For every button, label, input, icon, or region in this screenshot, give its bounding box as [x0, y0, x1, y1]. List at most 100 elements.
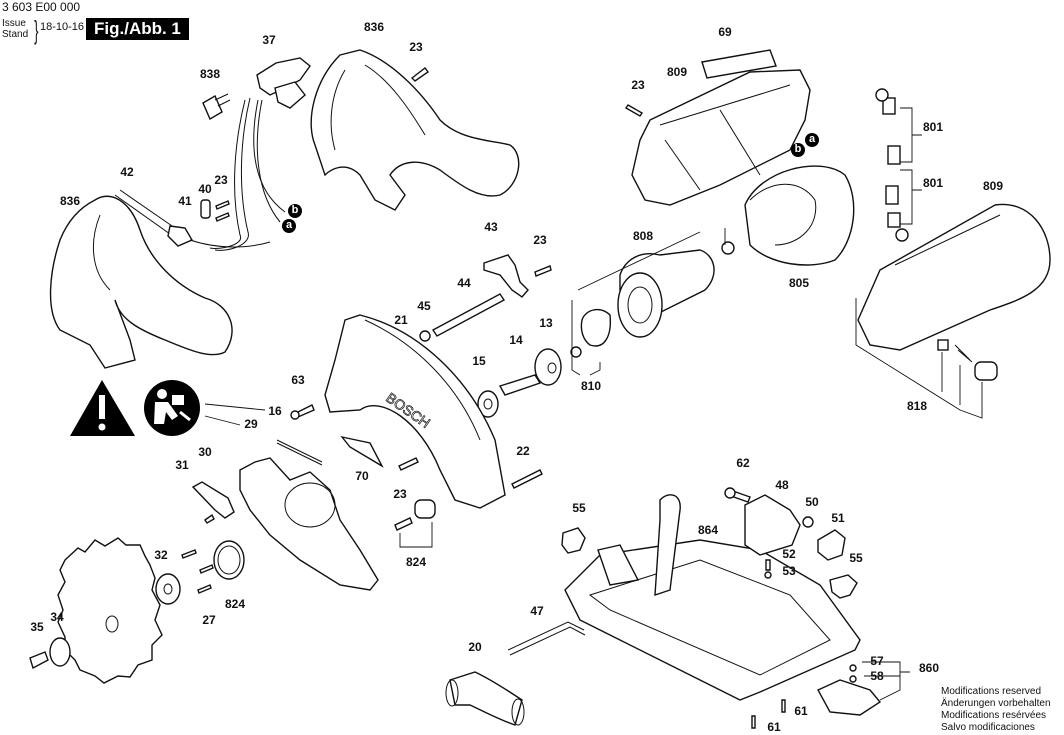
part-864[interactable]: 864 — [697, 523, 719, 537]
part-808[interactable]: 808 — [632, 229, 654, 243]
part-801-lower[interactable]: 801 — [922, 176, 944, 190]
part-824-ring[interactable]: 824 — [224, 597, 246, 611]
part-70[interactable]: 70 — [355, 469, 369, 483]
spring-16-drawing — [276, 439, 323, 466]
part-29[interactable]: 29 — [244, 417, 258, 431]
cord-42-drawing — [114, 189, 176, 235]
part-860[interactable]: 860 — [918, 661, 940, 675]
part-61-right[interactable]: 61 — [794, 704, 808, 718]
part-35[interactable]: 35 — [30, 620, 44, 634]
part-23-cord[interactable]: 23 — [214, 173, 228, 187]
part-838[interactable]: 838 — [199, 67, 221, 81]
part-810[interactable]: 810 — [580, 379, 602, 393]
figure-label: Fig./Abb. 1 — [86, 18, 189, 40]
armature-808-drawing — [577, 228, 735, 338]
label-69-drawing — [701, 49, 777, 79]
guide-860-drawing — [817, 661, 910, 716]
gear-13-drawing — [534, 348, 562, 386]
part-61-bottom[interactable]: 61 — [767, 720, 781, 734]
part-34[interactable]: 34 — [50, 610, 64, 624]
part-43[interactable]: 43 — [484, 220, 498, 234]
screws-61-drawing — [751, 699, 786, 729]
part-63[interactable]: 63 — [291, 373, 305, 387]
issue-stand-label: Issue Stand — [2, 18, 28, 40]
saw-blade-drawing — [57, 537, 163, 684]
part-53[interactable]: 53 — [782, 564, 796, 578]
knob-55-right-drawing — [829, 574, 858, 599]
part-16[interactable]: 16 — [268, 404, 282, 418]
part-836-left[interactable]: 836 — [59, 194, 81, 208]
knob-51-drawing — [817, 529, 846, 561]
part-55-left[interactable]: 55 — [572, 501, 586, 515]
wiring-drawing — [209, 97, 286, 251]
part-23-housing[interactable]: 23 — [631, 78, 645, 92]
part-22[interactable]: 22 — [516, 444, 530, 458]
part-23-lever[interactable]: 23 — [533, 233, 547, 247]
part-48[interactable]: 48 — [775, 478, 789, 492]
part-62[interactable]: 62 — [736, 456, 750, 470]
clamp-40-drawing — [200, 199, 211, 219]
part-57[interactable]: 57 — [870, 654, 884, 668]
washer-53-drawing — [764, 571, 772, 579]
part-30[interactable]: 30 — [198, 445, 212, 459]
modifications-notice: Modifications reserved Änderungen vorbeh… — [941, 686, 1051, 734]
dust-adapter-20-drawing — [445, 671, 525, 726]
part-41[interactable]: 41 — [178, 194, 192, 208]
switch-37-drawing — [256, 57, 311, 109]
part-58[interactable]: 58 — [870, 669, 884, 683]
issue-label: Issue — [2, 18, 26, 29]
part-47[interactable]: 47 — [530, 604, 544, 618]
part-31[interactable]: 31 — [175, 458, 189, 472]
part-42[interactable]: 42 — [120, 165, 134, 179]
part-23-top[interactable]: 23 — [409, 40, 423, 54]
washer-45-drawing — [419, 330, 431, 342]
part-23-guard[interactable]: 23 — [393, 487, 407, 501]
flange-32-drawing — [155, 573, 181, 605]
part-20[interactable]: 20 — [468, 640, 482, 654]
document-number: 3 603 E00 000 — [2, 0, 81, 14]
hex-key-47-drawing — [507, 621, 586, 656]
rod-44-drawing — [431, 293, 506, 337]
part-55-right[interactable]: 55 — [849, 551, 863, 565]
part-50[interactable]: 50 — [805, 495, 819, 509]
part-51[interactable]: 51 — [831, 511, 845, 525]
bracket-48-drawing — [744, 494, 801, 556]
part-824-guard[interactable]: 824 — [405, 555, 427, 569]
part-52[interactable]: 52 — [782, 547, 796, 561]
housing-809-left-drawing — [631, 69, 811, 206]
part-15[interactable]: 15 — [472, 354, 486, 368]
part-809-left[interactable]: 809 — [666, 65, 688, 79]
screws-23-cord-drawing — [215, 200, 230, 222]
part-809-right[interactable]: 809 — [982, 179, 1004, 193]
note-de: Änderungen vorbehalten — [941, 698, 1051, 709]
brace-glyph: } — [34, 15, 39, 45]
part-14[interactable]: 14 — [509, 333, 523, 347]
bearing-15-drawing — [477, 390, 499, 418]
pin-22-drawing — [511, 469, 543, 489]
part-13[interactable]: 13 — [539, 316, 553, 330]
part-836-top[interactable]: 836 — [363, 20, 385, 34]
lever-30-drawing — [191, 481, 235, 519]
stand-label: Stand — [2, 29, 29, 40]
part-27[interactable]: 27 — [202, 613, 216, 627]
connector-838-drawing — [202, 93, 231, 121]
part-805[interactable]: 805 — [788, 276, 810, 290]
warning-triangle-icon — [70, 380, 135, 436]
marker-a-left: a — [282, 219, 296, 233]
label-70-drawing — [340, 435, 384, 468]
part-801-upper[interactable]: 801 — [922, 120, 944, 134]
washer-50-drawing — [802, 516, 814, 528]
part-45[interactable]: 45 — [417, 299, 431, 313]
bolt-35-drawing — [29, 651, 49, 670]
bearing-plate-810-drawing — [570, 300, 612, 376]
screws-27-drawing — [181, 549, 214, 594]
shaft-14-drawing — [498, 374, 542, 396]
part-21[interactable]: 21 — [394, 313, 408, 327]
part-32[interactable]: 32 — [154, 548, 168, 562]
part-37[interactable]: 37 — [262, 33, 276, 47]
part-40[interactable]: 40 — [198, 182, 212, 196]
part-44[interactable]: 44 — [457, 276, 471, 290]
part-818[interactable]: 818 — [906, 399, 928, 413]
part-69[interactable]: 69 — [718, 25, 732, 39]
